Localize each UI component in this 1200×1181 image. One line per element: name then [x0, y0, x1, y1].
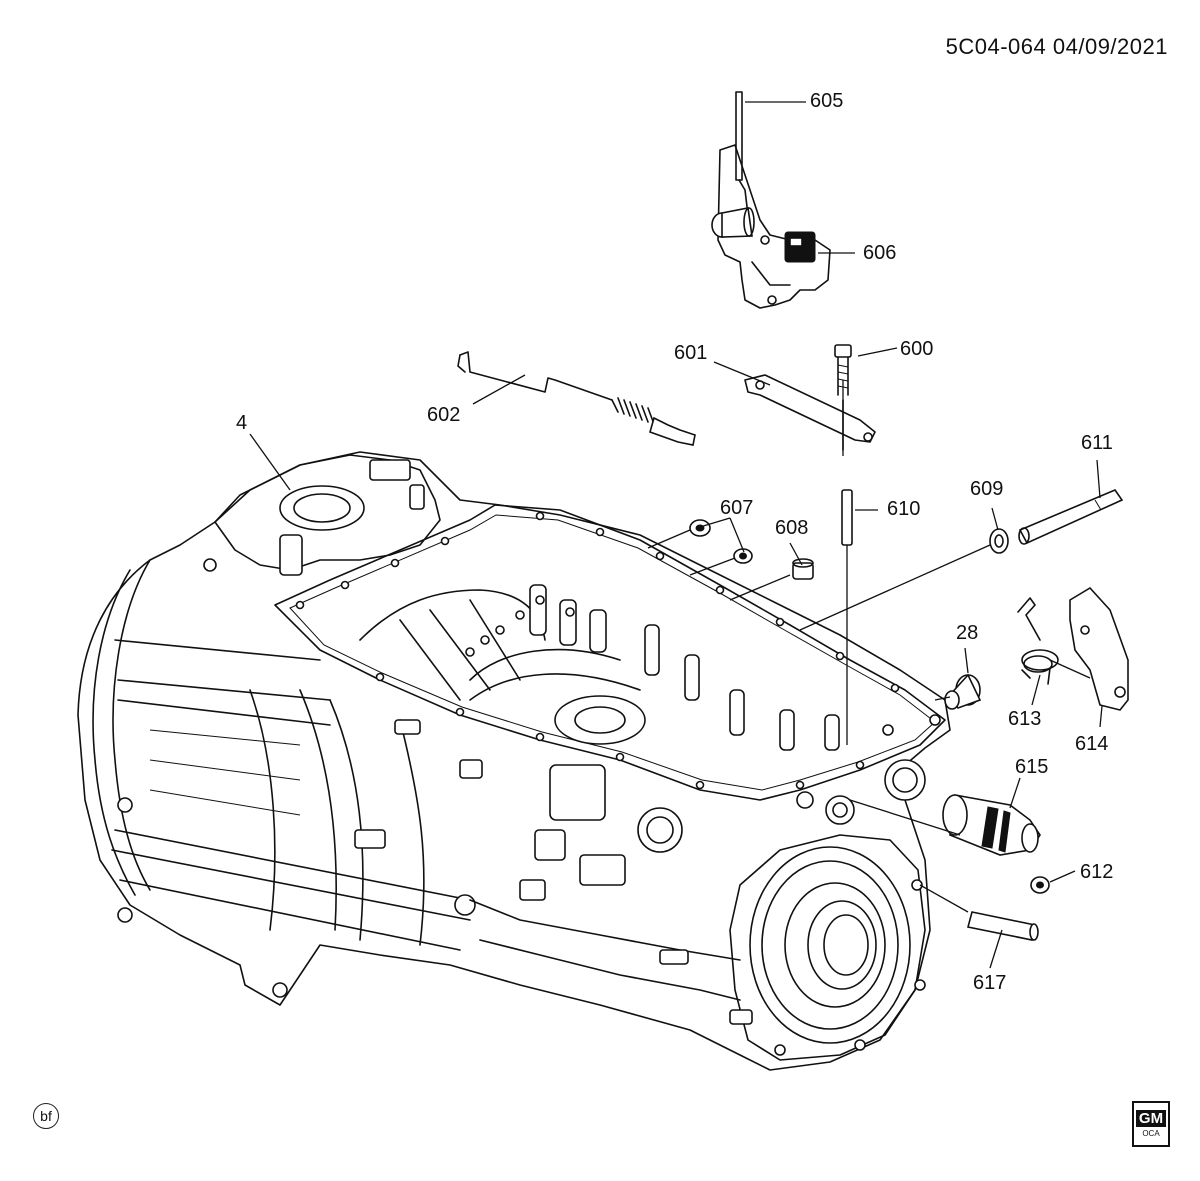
callout-601: 601 — [674, 342, 708, 364]
callout-608: 608 — [775, 517, 809, 539]
part-613-spring — [1017, 597, 1059, 685]
part-611-shaft — [1018, 489, 1124, 545]
leader-lines — [249, 101, 1103, 969]
callout-605: 605 — [810, 90, 844, 112]
callout-614: 614 — [1075, 733, 1109, 755]
part-612-nut — [1030, 876, 1050, 894]
part-608-plug — [792, 558, 814, 580]
gm-logo-text: GM — [1135, 1109, 1167, 1127]
part-602-linkage — [457, 351, 696, 446]
part-601-plate — [744, 374, 876, 451]
callout-615: 615 — [1015, 756, 1049, 778]
callout-617: 617 — [973, 972, 1007, 994]
callout-4: 4 — [236, 412, 248, 434]
part-614-lever — [1069, 586, 1129, 711]
transmission-case — [77, 451, 951, 1071]
part-617-pin — [967, 911, 1039, 941]
callout-610: 610 — [887, 498, 921, 520]
gm-oca-logo: GM OCA — [1132, 1101, 1170, 1147]
callout-602: 602 — [427, 404, 461, 426]
oca-logo-text: OCA — [1142, 1128, 1160, 1138]
callout-28: 28 — [956, 622, 979, 644]
callout-611: 611 — [1081, 432, 1113, 454]
callout-606: 606 — [863, 242, 897, 264]
part-615-sleeve — [942, 794, 1041, 856]
part-610-pin — [841, 489, 853, 546]
callout-600: 600 — [900, 338, 934, 360]
part-607-seals — [689, 519, 753, 564]
bf-badge: bf — [33, 1103, 59, 1129]
callout-607: 607 — [720, 497, 754, 519]
callout-613: 613 — [1008, 708, 1042, 730]
callout-609: 609 — [970, 478, 1004, 500]
callout-612: 612 — [1080, 861, 1114, 883]
part-600-bolt — [834, 344, 852, 396]
document-id-date: 5C04-064 04/09/2021 — [945, 34, 1168, 59]
part-609-seal — [989, 528, 1009, 554]
part-28-bushing — [944, 673, 982, 710]
part-606-shift-control — [711, 144, 831, 309]
